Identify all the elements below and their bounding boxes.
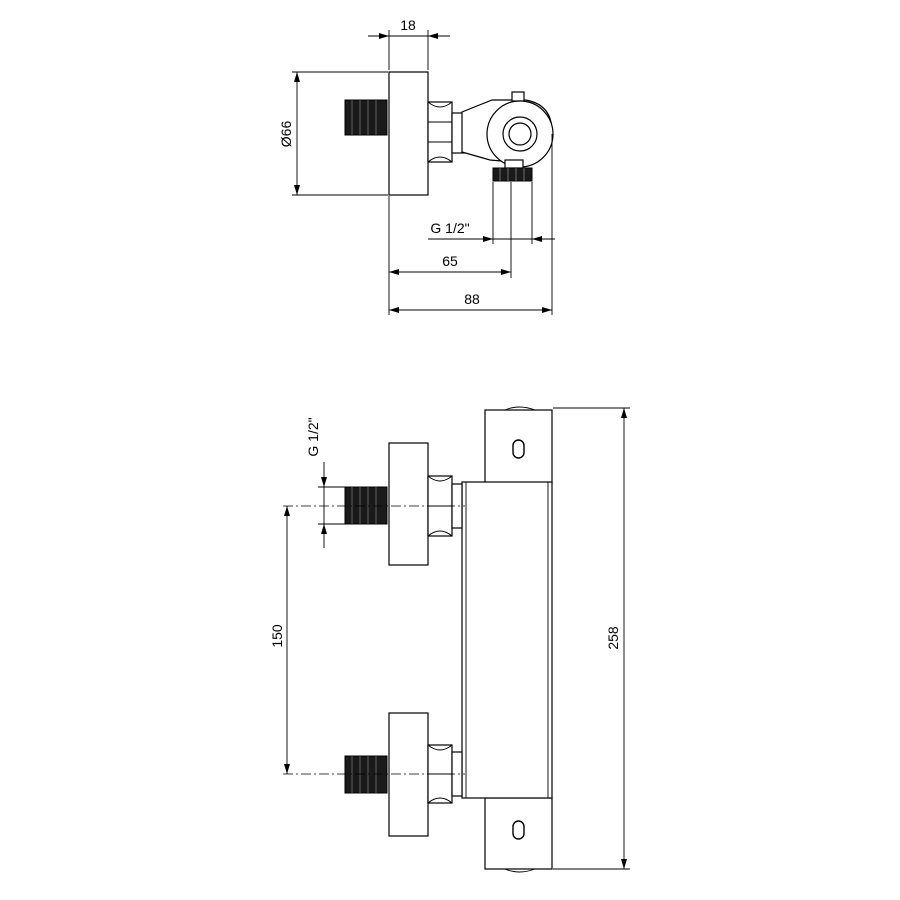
top-hex-nut (427, 101, 453, 163)
top-threaded-inlet (344, 99, 388, 136)
dim-88: 88 (389, 134, 553, 315)
dim-thread-top-label: G 1/2" (430, 220, 469, 236)
dim-18-label: 18 (400, 17, 416, 33)
dim-150: 150 (269, 506, 290, 774)
front-main-body (461, 481, 553, 799)
dim-150-label: 150 (269, 624, 285, 648)
dim-diameter-66: Ø66 (278, 71, 388, 196)
front-top-cap (484, 406, 553, 484)
front-view: G 1/2" 150 258 (269, 406, 630, 873)
dim-258: 258 (553, 407, 630, 870)
front-upper-inlet (283, 442, 465, 566)
dim-diameter-66-label: Ø66 (278, 121, 294, 148)
dim-18: 18 (368, 17, 450, 70)
top-body-inner-ring (508, 122, 532, 146)
upper-flange (388, 442, 429, 566)
front-lower-inlet (283, 712, 465, 837)
dim-88-label: 88 (464, 291, 480, 307)
dim-thread-front-label: G 1/2" (305, 417, 321, 456)
dim-65-label: 65 (442, 253, 458, 269)
top-flange (388, 71, 429, 196)
top-outlet (492, 159, 533, 182)
lower-flange (388, 712, 429, 837)
dim-258-label: 258 (605, 626, 621, 650)
dim-thread-front: G 1/2" (305, 417, 345, 548)
lower-threaded-inlet (344, 755, 388, 794)
top-cap (511, 91, 525, 102)
top-view: 18 Ø66 G 1/2" 65 (278, 17, 555, 315)
front-bottom-cap (484, 797, 553, 873)
dim-thread-top: G 1/2" (428, 182, 555, 244)
dim-65: 65 (388, 182, 512, 315)
upper-threaded-inlet (344, 486, 388, 525)
